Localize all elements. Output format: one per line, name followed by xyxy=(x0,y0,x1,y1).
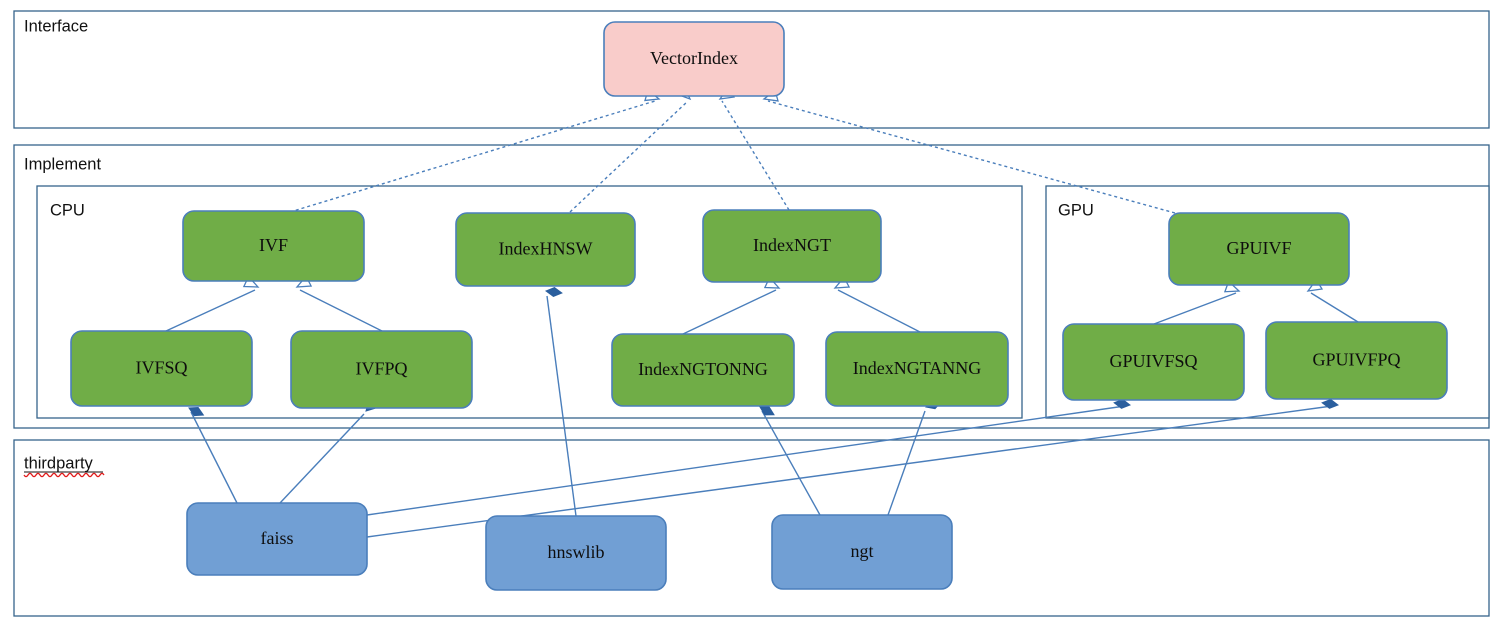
edge-line-e-ngtanng-ngt xyxy=(837,289,921,333)
edge-faiss-to-gpuivfpq xyxy=(366,398,1340,538)
node-box-hnswlib[interactable] xyxy=(485,515,667,591)
arrowhead-filled-diamond-e-faiss-gpuivfsq xyxy=(1113,398,1132,409)
node-box-indexngtanng[interactable] xyxy=(825,331,1009,407)
node-indexngt[interactable]: IndexNGT xyxy=(702,209,882,283)
node-label-faiss: faiss xyxy=(261,528,294,548)
edge-line-e-hnswlib-indexhnsw xyxy=(546,295,577,517)
node-ivfpq[interactable]: IVFPQ xyxy=(290,330,473,409)
container-label-interface: Interface xyxy=(24,17,88,35)
node-label-ivf: IVF xyxy=(259,235,288,255)
edge-line-e-gpuivfpq-gpuivf xyxy=(1310,292,1359,323)
edge-line-e-faiss-gpuivfpq xyxy=(366,405,1333,538)
node-box-vectorindex[interactable] xyxy=(603,21,785,97)
node-hnswlib[interactable]: hnswlib xyxy=(485,515,667,591)
node-label-indexngtonng: IndexNGTONNG xyxy=(638,359,768,379)
node-box-gpuivf[interactable] xyxy=(1168,212,1350,286)
container-label-cpu: CPU xyxy=(50,201,85,219)
container-label-thirdparty: thirdparty xyxy=(24,454,94,472)
node-label-gpuivfpq: GPUIVFPQ xyxy=(1312,350,1400,370)
node-label-indexngtanng: IndexNGTANNG xyxy=(853,358,982,378)
edge-faiss-to-ivfsq xyxy=(188,406,238,504)
container-label-implement: Implement xyxy=(24,155,101,173)
node-ngt[interactable]: ngt xyxy=(771,514,953,590)
node-gpuivf[interactable]: GPUIVF xyxy=(1168,212,1350,286)
arrowhead-filled-diamond-e-faiss-ivfsq xyxy=(188,406,205,417)
node-ivf[interactable]: IVF xyxy=(182,210,365,282)
node-label-gpuivf: GPUIVF xyxy=(1226,238,1291,258)
node-indexhnsw[interactable]: IndexHNSW xyxy=(455,212,636,287)
node-box-ivfpq[interactable] xyxy=(290,330,473,409)
container-label-gpu: GPU xyxy=(1058,201,1094,219)
node-label-indexhnsw: IndexHNSW xyxy=(499,239,593,259)
node-box-indexngtonng[interactable] xyxy=(611,333,795,407)
node-label-ngt: ngt xyxy=(850,541,873,561)
arrowhead-filled-diamond-e-hnswlib-indexhnsw xyxy=(544,286,563,298)
edge-line-e-ngt-indexngtonng xyxy=(761,410,821,516)
node-gpuivfpq[interactable]: GPUIVFPQ xyxy=(1265,321,1448,400)
node-box-indexhnsw[interactable] xyxy=(455,212,636,287)
node-ivfsq[interactable]: IVFSQ xyxy=(70,330,253,407)
node-box-ivf[interactable] xyxy=(182,210,365,282)
edge-line-e-ivfsq-ivf xyxy=(165,289,256,332)
arrowhead-filled-diamond-e-ngt-indexngtonng xyxy=(759,406,775,416)
node-indexngtanng[interactable]: IndexNGTANNG xyxy=(825,331,1009,407)
edge-line-e-gpuivfsq-gpuivf xyxy=(1153,292,1237,325)
node-faiss[interactable]: faiss xyxy=(186,502,368,576)
spellcheck-underline-thirdparty xyxy=(23,472,105,478)
node-label-hnswlib: hnswlib xyxy=(547,542,604,562)
edge-faiss-to-gpuivfsq xyxy=(366,398,1132,516)
edge-line-e-ngt-indexngtanng xyxy=(887,410,926,516)
node-label-vectorindex: VectorIndex xyxy=(650,48,738,68)
node-label-ivfpq: IVFPQ xyxy=(355,359,407,379)
edge-line-e-gpuivf-vectorindex xyxy=(767,100,1176,214)
node-box-faiss[interactable] xyxy=(186,502,368,576)
node-vectorindex[interactable]: VectorIndex xyxy=(603,21,785,97)
edge-line-e-faiss-ivfsq xyxy=(190,411,238,504)
node-box-ivfsq[interactable] xyxy=(70,330,253,407)
edge-ngt-to-indexngtonng xyxy=(759,406,821,516)
node-box-indexngt[interactable] xyxy=(702,209,882,283)
arrowhead-filled-diamond-e-faiss-gpuivfpq xyxy=(1321,398,1340,409)
node-box-gpuivfpq[interactable] xyxy=(1265,321,1448,400)
edge-hnswlib-to-indexhnsw xyxy=(544,286,577,517)
edge-line-e-faiss-ivfpq xyxy=(279,413,365,504)
edge-line-e-ngtonng-ngt xyxy=(682,289,777,335)
node-label-gpuivfsq: GPUIVFSQ xyxy=(1109,351,1197,371)
node-indexngtonng[interactable]: IndexNGTONNG xyxy=(611,333,795,407)
node-label-indexngt: IndexNGT xyxy=(753,235,831,255)
edge-line-e-ivfpq-ivf xyxy=(299,289,383,332)
node-box-ngt[interactable] xyxy=(771,514,953,590)
node-gpuivfsq[interactable]: GPUIVFSQ xyxy=(1062,323,1245,401)
edge-line-e-faiss-gpuivfsq xyxy=(366,405,1126,516)
node-label-ivfsq: IVFSQ xyxy=(135,358,187,378)
node-box-gpuivfsq[interactable] xyxy=(1062,323,1245,401)
